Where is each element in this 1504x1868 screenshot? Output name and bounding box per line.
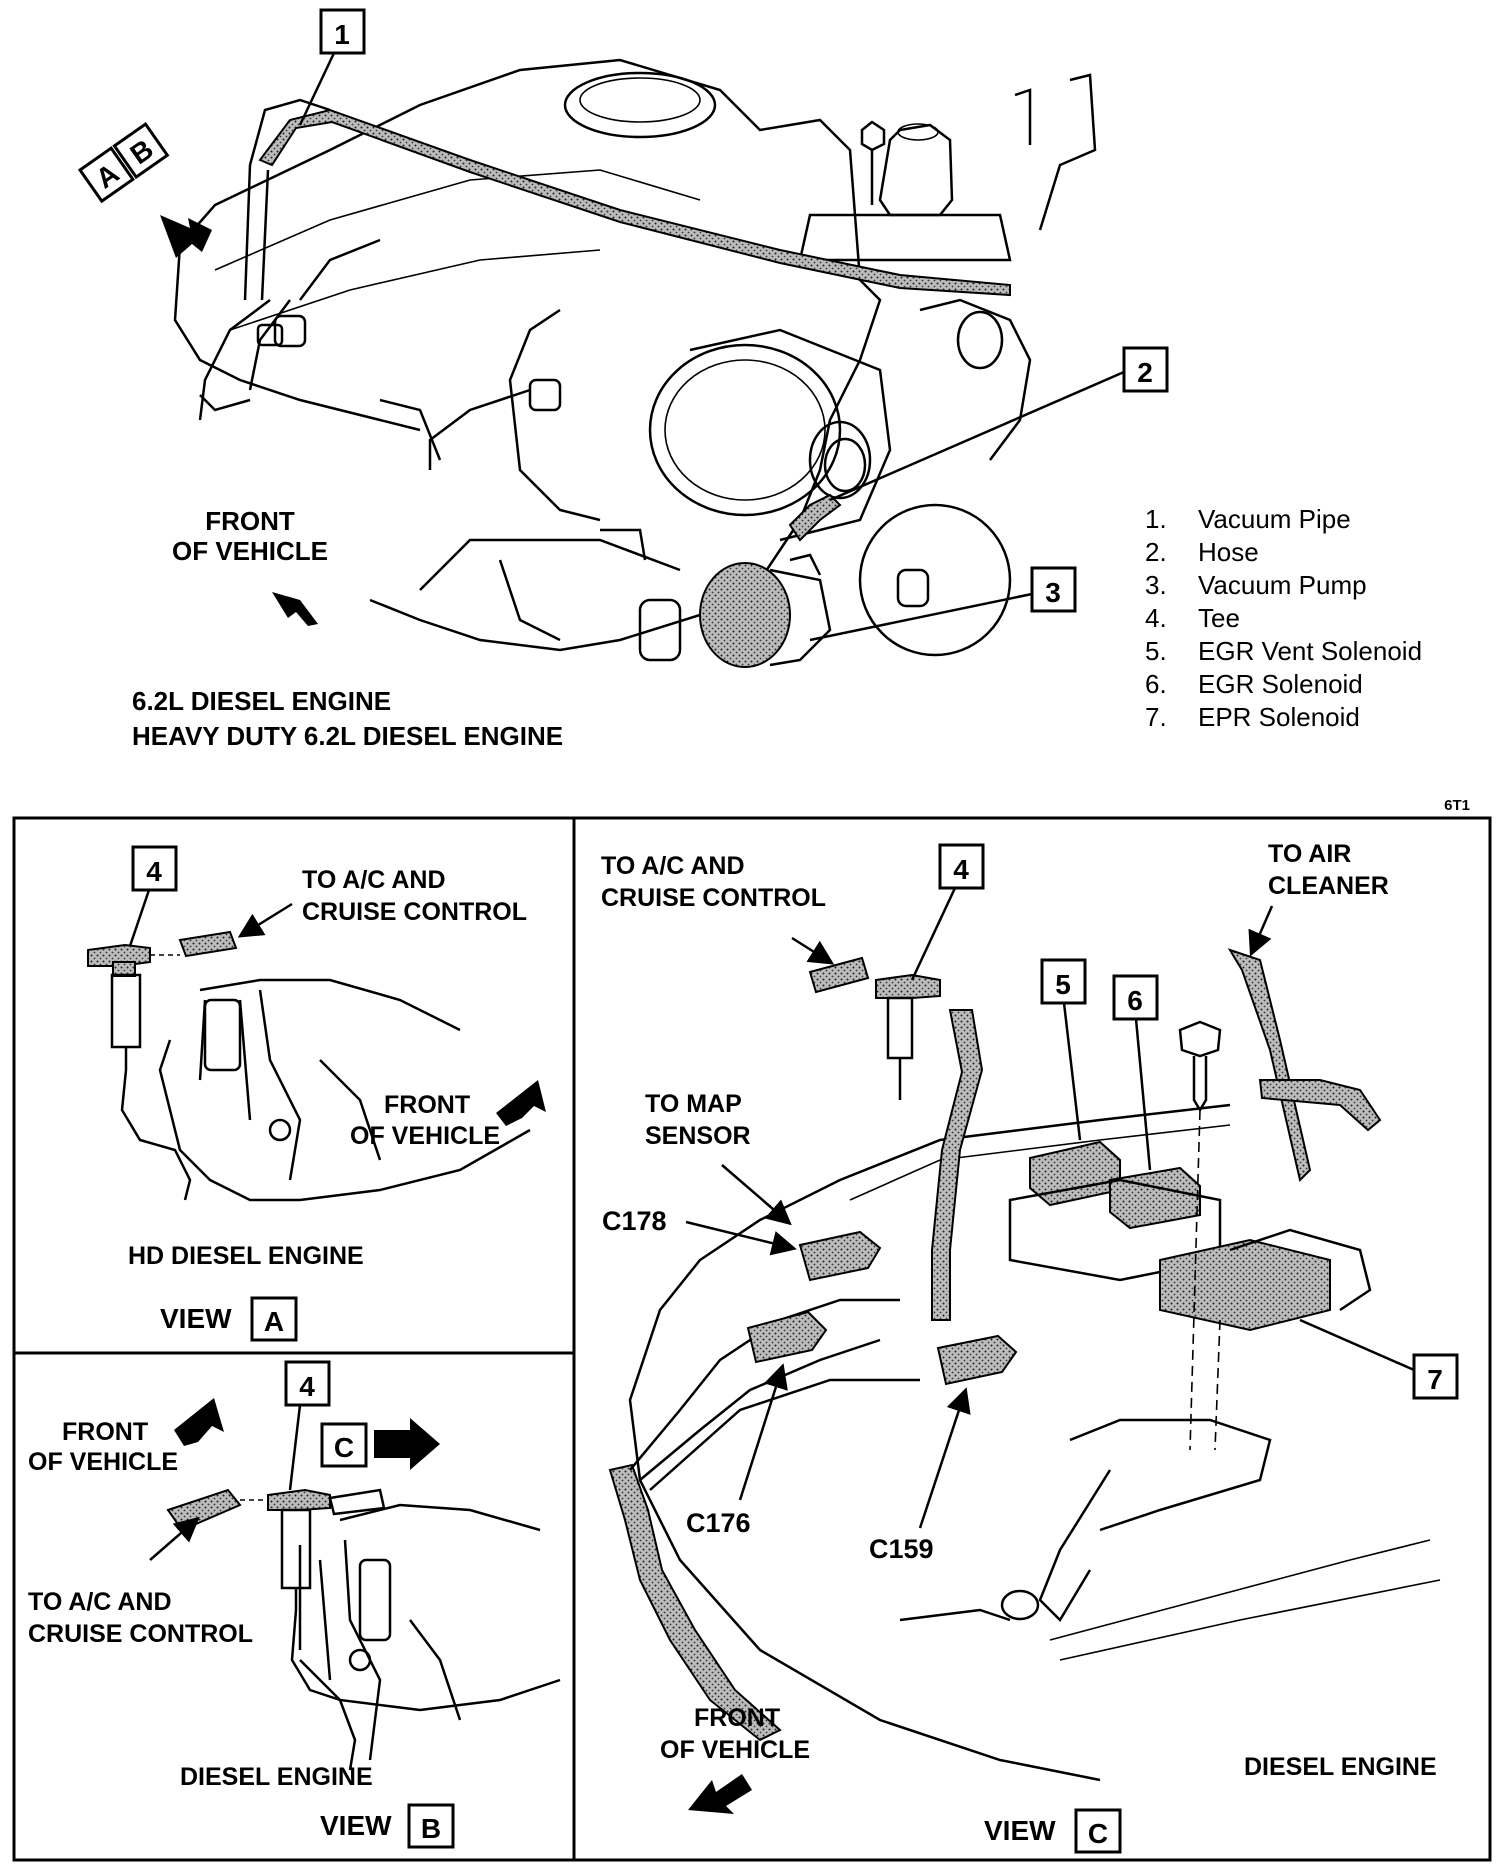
view-key-a: [77, 146, 136, 204]
view-c-callout-7: [1412, 1353, 1459, 1400]
view-c-to-ac-2: CRUISE CONTROL: [601, 884, 826, 912]
view-b-to-ac-1: TO A/C AND: [28, 1588, 172, 1616]
view-c-to-air-2: CLEANER: [1268, 872, 1389, 900]
view-b-view-word: VIEW: [320, 1810, 392, 1841]
view-c-letter-box: [1074, 1808, 1122, 1854]
view-key-b: [112, 122, 170, 180]
legend-label-5: EGR Vent Solenoid: [1198, 636, 1422, 666]
view-c-callout-6: [1112, 974, 1159, 1021]
view-a-to-ac-2: CRUISE CONTROL: [302, 898, 527, 926]
legend-num-6: 6.: [1145, 669, 1167, 699]
view-b-callout-4: [284, 1360, 331, 1407]
view-a-callout-4: [131, 845, 178, 892]
main-front-label-2: OF VEHICLE: [172, 536, 328, 566]
view-a-callout-4-label: 4: [146, 856, 162, 887]
view-ab-arrow: [160, 215, 212, 258]
view-b-to-ac-2: CRUISE CONTROL: [28, 1620, 253, 1648]
view-b-front-2: OF VEHICLE: [28, 1448, 178, 1476]
svg-text:2: 2: [1137, 357, 1153, 388]
view-c-letter: C: [1088, 1818, 1108, 1849]
view-c-to-ac-1: TO A/C AND: [601, 852, 745, 880]
view-c-panel: TO A/C AND CRUISE CONTROL 4 TO AIR CLEAN…: [601, 840, 1459, 1854]
view-b-ref-letter: C: [334, 1432, 354, 1463]
legend-num-3: 3.: [1145, 570, 1167, 600]
view-b-engine: DIESEL ENGINE: [180, 1763, 373, 1791]
view-c-connector-c159: C159: [869, 1534, 934, 1564]
view-a-panel: 4 TO A/C AND CRUISE CONTROL FRONT OF VEH…: [87, 845, 546, 1342]
view-a-engine: HD DIESEL ENGINE: [128, 1242, 364, 1270]
view-b-front-1: FRONT: [62, 1418, 148, 1446]
view-c-callout-5: [1040, 958, 1087, 1005]
legend-label-6: EGR Solenoid: [1198, 669, 1363, 699]
view-b-panel: 4 FRONT OF VEHICLE C TO A/C AND CRUISE C…: [28, 1360, 561, 1849]
view-a-front-arrow: [496, 1080, 546, 1126]
view-c-connector-c178: C178: [602, 1206, 667, 1236]
view-b-ref-arrow: [374, 1418, 440, 1470]
legend-num-1: 1.: [1145, 504, 1167, 534]
legend-label-7: EPR Solenoid: [1198, 702, 1360, 732]
main-front-arrow: [272, 592, 318, 626]
view-c-callout-7-label: 7: [1427, 1364, 1443, 1395]
views-frame: [12, 816, 1492, 1862]
view-b-letter-box: [407, 1803, 455, 1849]
view-c-front-1: FRONT: [694, 1704, 780, 1732]
main-callout-1: 1: [298, 8, 366, 126]
view-c-to-air-1: TO AIR: [1268, 840, 1351, 868]
view-c-front-arrow: [688, 1774, 752, 1814]
view-c-engine: DIESEL ENGINE: [1244, 1753, 1437, 1781]
view-c-view-word: VIEW: [984, 1815, 1056, 1846]
legend-label-4: Tee: [1198, 603, 1240, 633]
view-a-front-2: OF VEHICLE: [350, 1122, 500, 1150]
view-a-letter-box: [250, 1296, 298, 1342]
engine-illustration: [173, 58, 1097, 668]
legend-num-2: 2.: [1145, 537, 1167, 567]
view-a-letter: A: [264, 1306, 284, 1337]
view-b-letter: B: [421, 1813, 441, 1844]
view-b-ref-box: [320, 1422, 368, 1468]
legend-label-2: Hose: [1198, 537, 1259, 567]
view-b-front-arrow: [174, 1398, 224, 1446]
svg-text:1: 1: [334, 19, 350, 50]
view-c-callout-4: [938, 843, 985, 890]
view-c-connector-c176: C176: [686, 1508, 751, 1538]
view-a-to-ac-1: TO A/C AND: [302, 866, 446, 894]
view-c-illustration: [608, 948, 1441, 1782]
main-callout-2: 2: [829, 346, 1169, 502]
view-key-ab: A B: [77, 122, 170, 204]
view-a-view-word: VIEW: [160, 1303, 232, 1334]
view-c-front-2: OF VEHICLE: [660, 1736, 810, 1764]
legend-num-4: 4.: [1145, 603, 1167, 633]
main-front-label-1: FRONT: [205, 506, 295, 536]
engine-title-1: 6.2L DIESEL ENGINE: [132, 686, 391, 716]
legend-num-5: 5.: [1145, 636, 1167, 666]
view-a-front-1: FRONT: [384, 1091, 470, 1119]
parts-legend: 1. Vacuum Pipe 2. Hose 3. Vacuum Pump 4.…: [1145, 504, 1422, 732]
main-callout-3: 3: [809, 566, 1077, 642]
view-c-to-map-2: SENSOR: [645, 1122, 751, 1150]
engine-title-2: HEAVY DUTY 6.2L DIESEL ENGINE: [132, 721, 563, 751]
figure-id: 6T1: [1444, 797, 1470, 814]
legend-label-3: Vacuum Pump: [1198, 570, 1367, 600]
view-c-callout-4-label: 4: [953, 854, 969, 885]
view-c-to-map-1: TO MAP: [645, 1090, 742, 1118]
view-c-callout-5-label: 5: [1055, 969, 1071, 1000]
legend-label-1: Vacuum Pipe: [1198, 504, 1351, 534]
view-b-callout-4-label: 4: [299, 1371, 315, 1402]
view-c-callout-6-label: 6: [1127, 985, 1143, 1016]
view-a-illustration: [87, 930, 531, 1202]
svg-text:3: 3: [1045, 577, 1061, 608]
legend-num-7: 7.: [1145, 702, 1167, 732]
